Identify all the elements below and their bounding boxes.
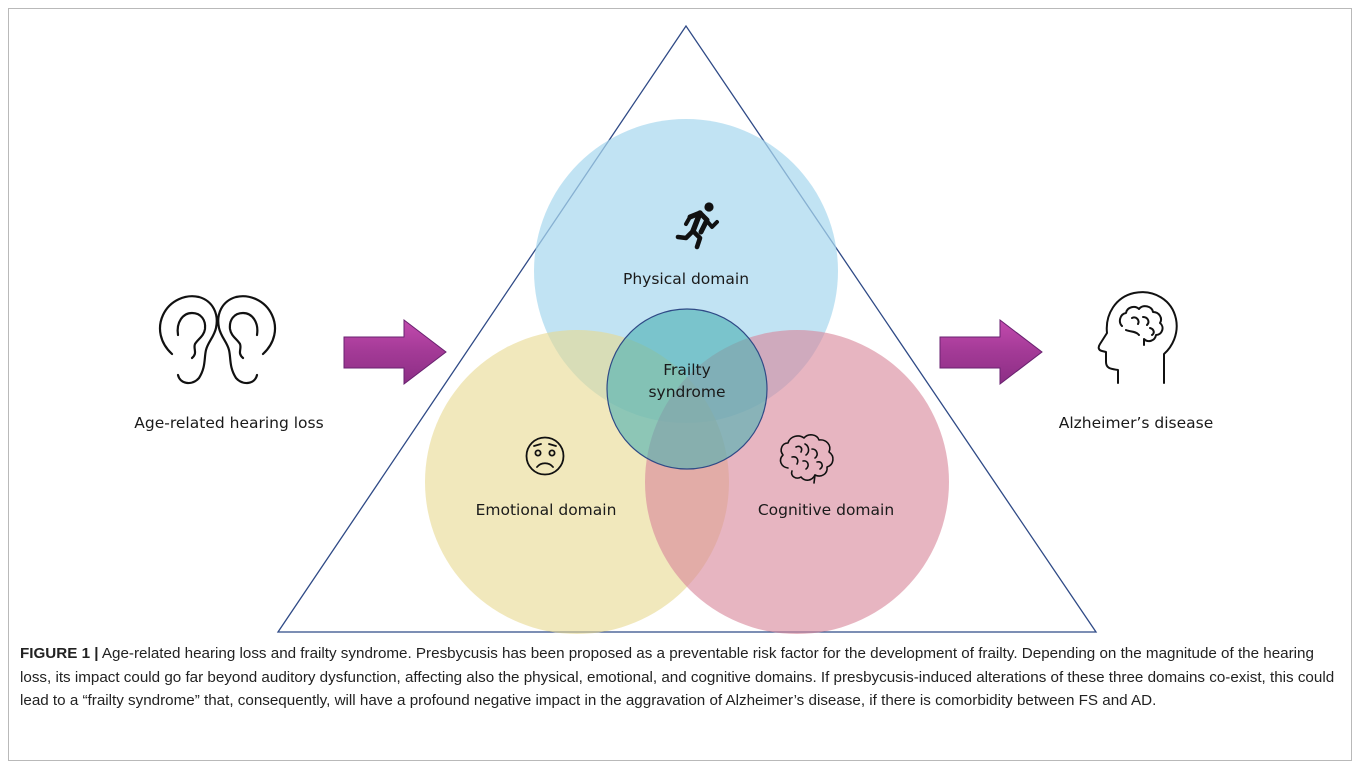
brain-icon <box>779 434 834 484</box>
physical-domain-label: Physical domain <box>622 270 750 288</box>
head-brain-icon <box>1097 291 1178 384</box>
age-related-hearing-loss-label: Age-related hearing loss <box>134 414 324 432</box>
running-person-icon <box>675 202 719 250</box>
ear-icon <box>158 295 218 385</box>
right-arrow-icon <box>939 318 1043 386</box>
frailty-syndrome-circle <box>606 308 768 470</box>
frailty-triangle <box>276 24 1098 633</box>
figure-frame <box>8 8 1352 761</box>
figure-caption-text: Age-related hearing loss and frailty syn… <box>20 645 1335 709</box>
frailty-diagram <box>158 24 1178 634</box>
cognitive-domain-label: Cognitive domain <box>757 501 895 519</box>
domain-circles <box>425 119 949 634</box>
ear-icon <box>217 295 277 385</box>
figure-caption: FIGURE 1 | Age-related hearing loss and … <box>20 642 1340 713</box>
alzheimers-disease-label: Alzheimer’s disease <box>1058 414 1214 432</box>
emotional-domain-label: Emotional domain <box>475 501 617 519</box>
right-arrow-icon <box>343 318 447 386</box>
frailty-syndrome-label-line1: Frailty <box>663 361 711 379</box>
sad-face-icon <box>525 436 565 476</box>
figure-caption-label: FIGURE 1 | <box>20 645 99 662</box>
frailty-syndrome-label-line2: syndrome <box>648 383 726 401</box>
